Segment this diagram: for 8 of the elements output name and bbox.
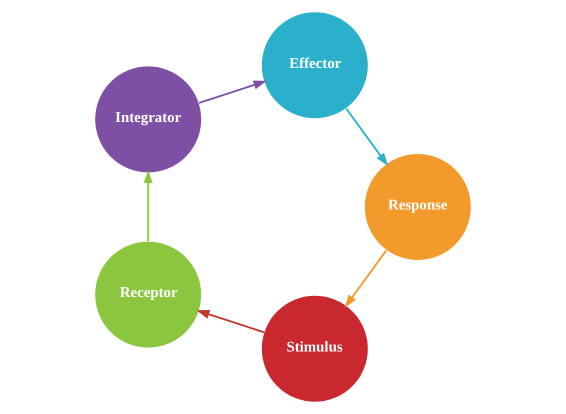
arrow xyxy=(144,170,153,242)
node-circle: Effector xyxy=(260,11,369,120)
node-circle: Receptor xyxy=(94,240,202,349)
node-circle: Integrator xyxy=(94,65,202,174)
arrow xyxy=(198,80,267,104)
arrow xyxy=(344,250,388,308)
arrow xyxy=(346,108,388,166)
arrow xyxy=(196,310,264,334)
